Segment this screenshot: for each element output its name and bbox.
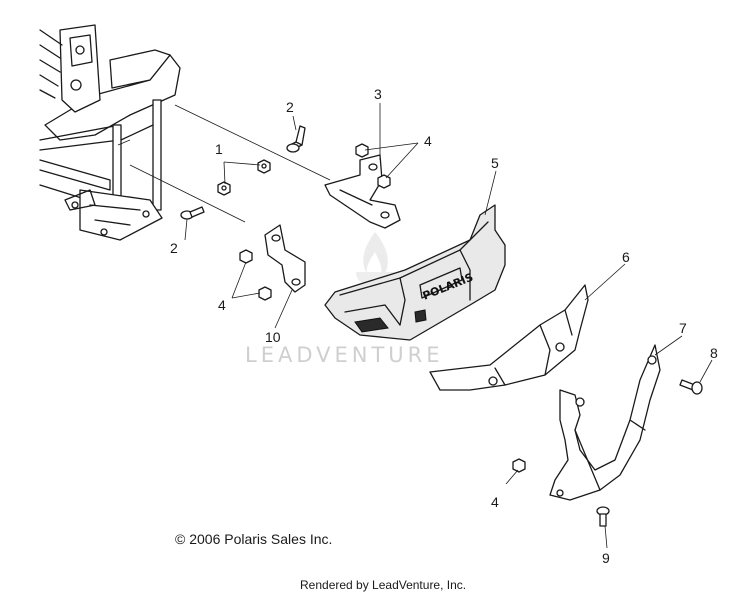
bracket-10: [264, 224, 306, 293]
callout-7: 7: [679, 320, 687, 336]
nut-1-left: [217, 181, 231, 196]
callout-labels: 1 2 2 3 4 4 4 5 6 7 8 9 10: [170, 86, 718, 566]
bolt-8: [679, 379, 703, 395]
callout-10: 10: [265, 329, 281, 345]
nut-4-upper-right: [377, 174, 391, 189]
bolt-2-upper: [286, 125, 306, 153]
callout-1: 1: [215, 141, 223, 157]
front-bumper-5: POLARIS: [324, 204, 506, 341]
callout-2-lower: 2: [170, 240, 178, 256]
watermark-text: LEADVENTURE: [245, 343, 444, 367]
callout-2-upper: 2: [286, 99, 294, 115]
nut-4-bottom: [512, 458, 526, 473]
bumper-guard-7: [549, 344, 661, 501]
nut-4-left-b: [258, 286, 272, 301]
bumper-extension-6: [429, 284, 589, 391]
leader-lines: [184, 103, 713, 549]
bolt-9: [596, 506, 610, 527]
copyright-notice: © 2006 Polaris Sales Inc.: [175, 531, 333, 547]
callout-9: 9: [602, 550, 610, 566]
bolt-2-lower: [180, 206, 205, 220]
callout-5: 5: [491, 155, 499, 171]
vehicle-frame: [39, 24, 181, 241]
mounting-reference-lines: [117, 104, 331, 223]
nut-1-right: [257, 159, 271, 174]
callout-4-upper: 4: [424, 133, 432, 149]
nut-4-left-a: [239, 249, 253, 264]
callout-3: 3: [374, 86, 382, 102]
rendered-by-credit: Rendered by LeadVenture, Inc.: [300, 578, 467, 592]
callout-8: 8: [710, 345, 718, 361]
nut-4-upper-left: [355, 143, 369, 158]
bracket-3: [324, 154, 401, 229]
callout-4-left: 4: [218, 297, 226, 313]
callout-6: 6: [622, 249, 630, 265]
callout-4-bottom: 4: [491, 494, 499, 510]
